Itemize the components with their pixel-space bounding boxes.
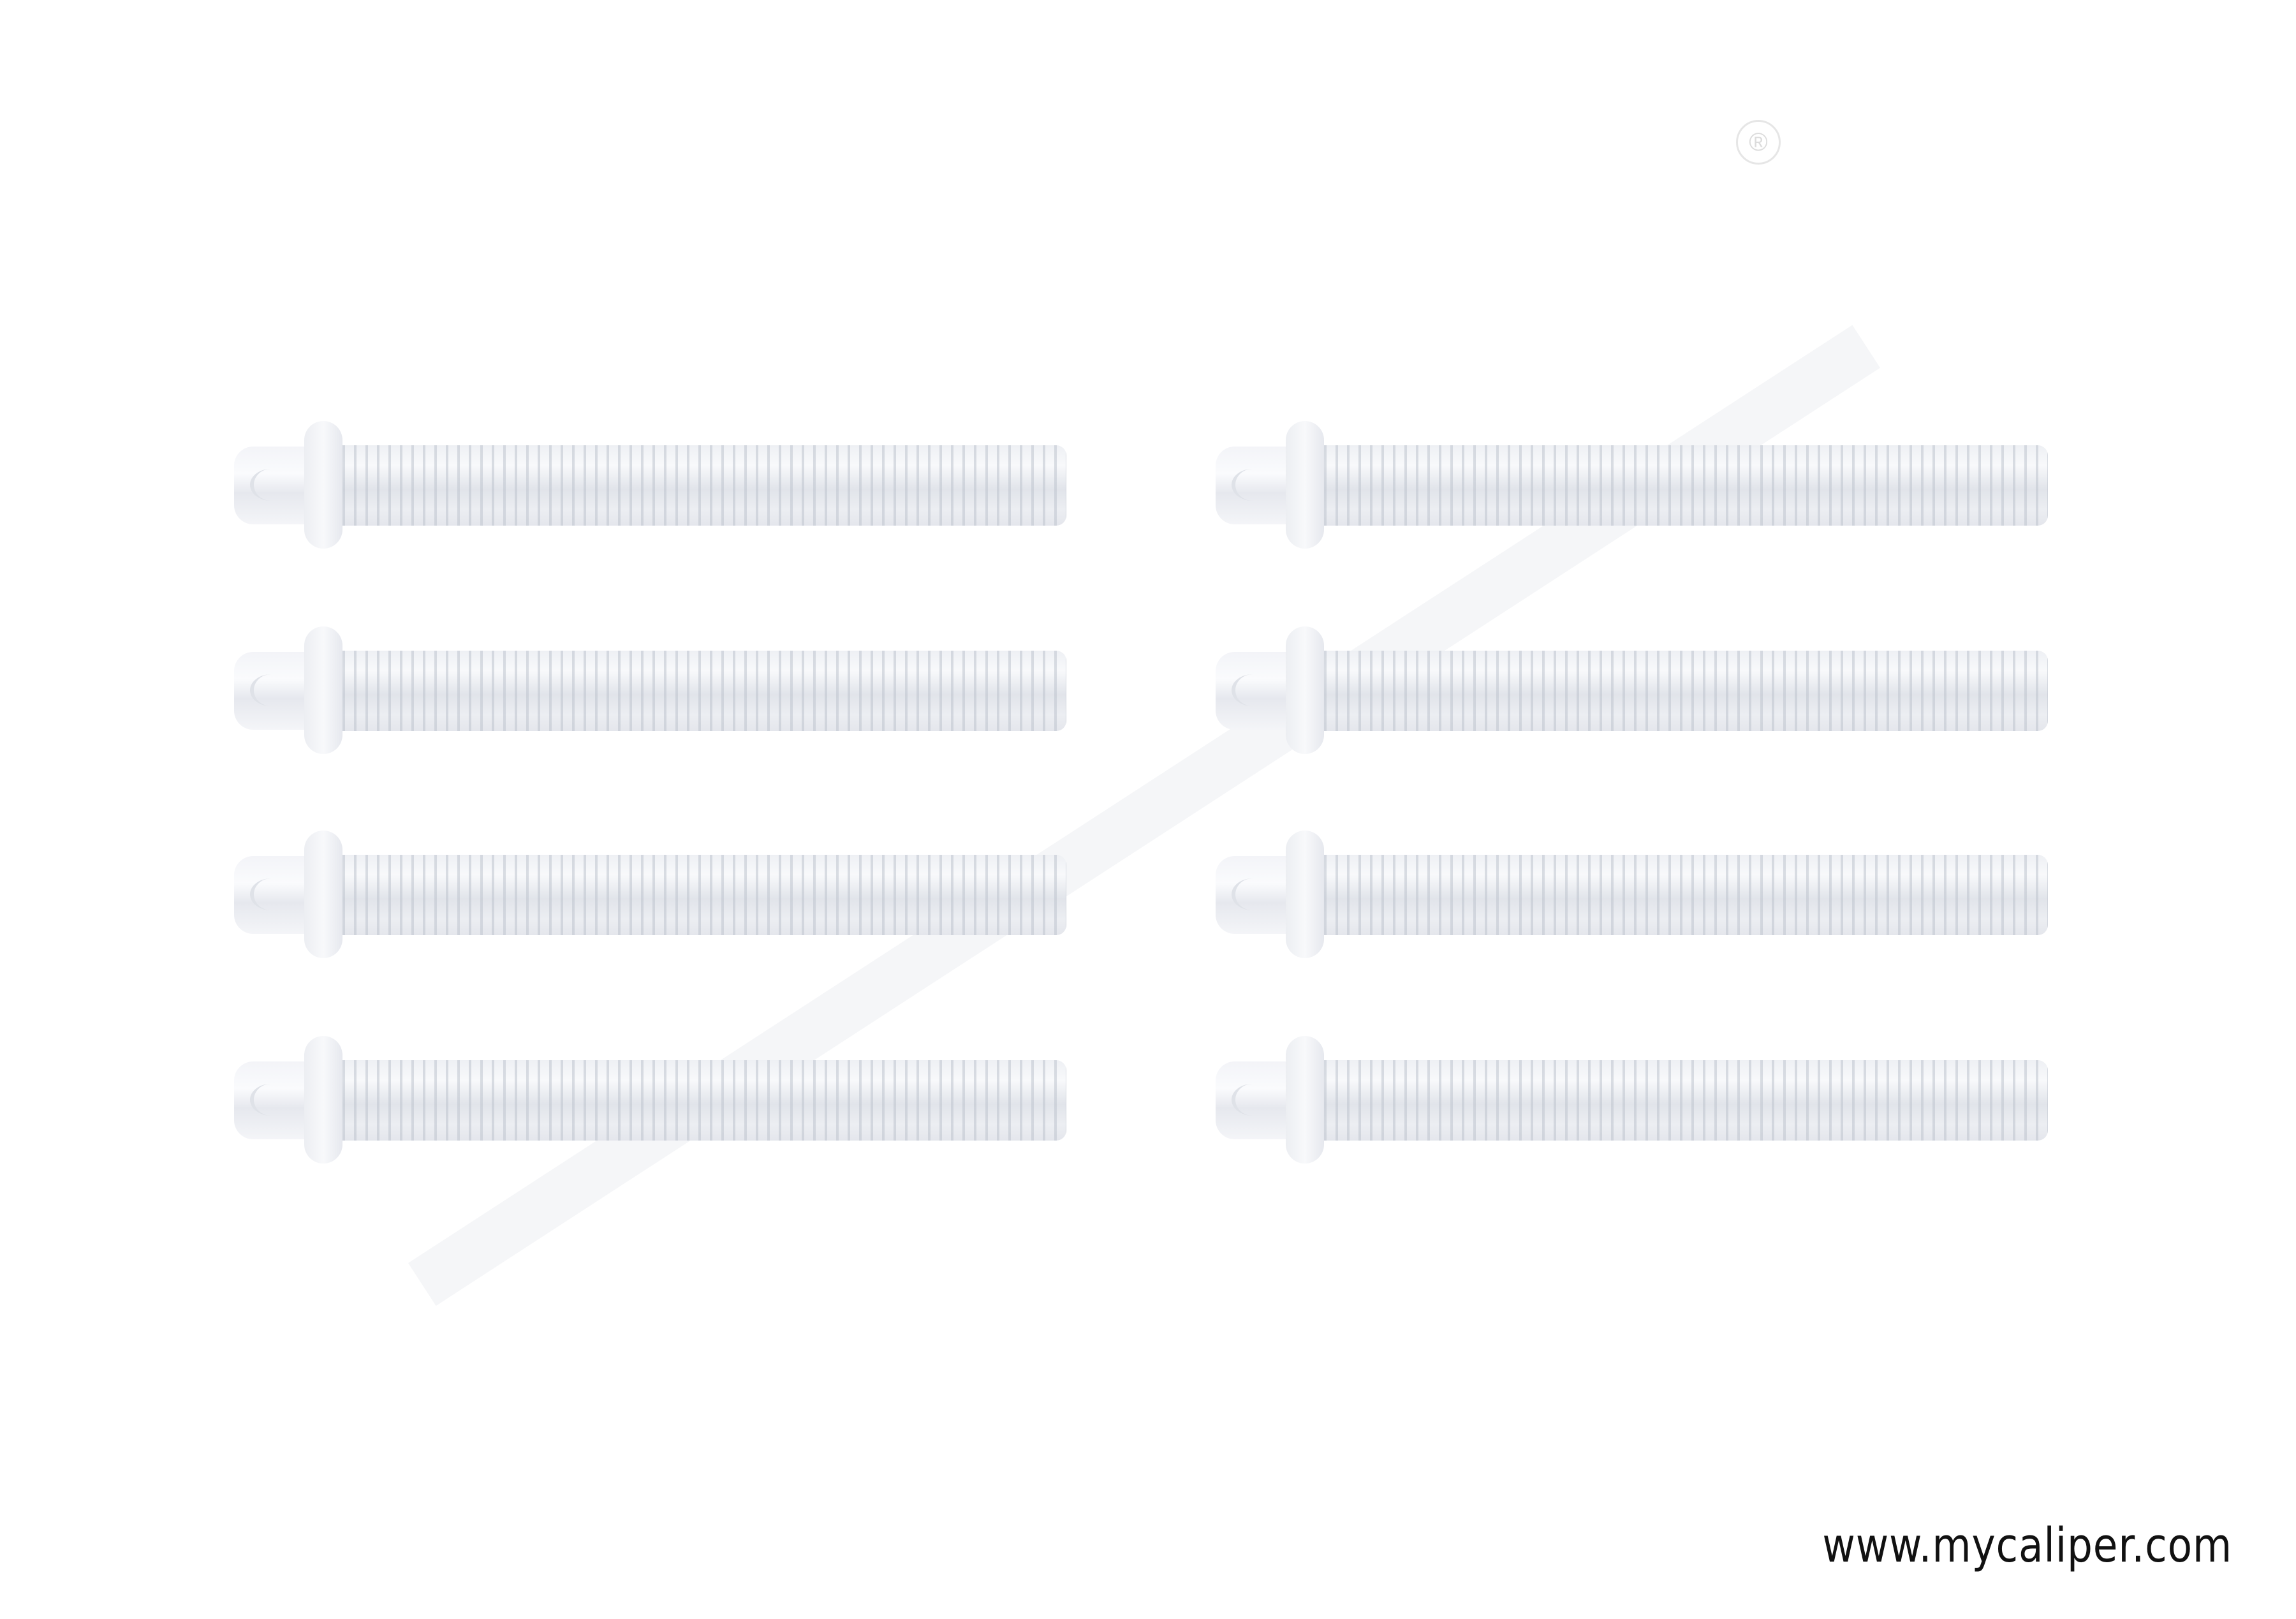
bolt-head <box>234 652 317 730</box>
bolt-shank <box>342 855 1066 935</box>
bolt-head <box>234 856 317 934</box>
bolt-flange <box>304 831 342 958</box>
bolt <box>1216 831 2051 958</box>
bolt-flange <box>1286 831 1324 958</box>
bolt-head <box>1216 447 1299 524</box>
bolt-shank <box>1324 1060 2048 1141</box>
bolt-shank <box>342 445 1066 526</box>
bolt-head <box>1216 1061 1299 1139</box>
bolt-head <box>1216 856 1299 934</box>
bolt <box>234 421 1070 549</box>
bolt-shank <box>1324 445 2048 526</box>
registered-mark: ® <box>1736 120 1781 165</box>
website-url: www.mycaliper.com <box>1822 1518 2232 1573</box>
bolt-flange <box>304 626 342 754</box>
bolt-shank <box>1324 651 2048 731</box>
bolt <box>1216 626 2051 754</box>
bolt-head <box>1216 652 1299 730</box>
bolt-flange <box>1286 626 1324 754</box>
bolt <box>1216 421 2051 549</box>
bolt-flange <box>304 421 342 549</box>
bolt-flange <box>1286 421 1324 549</box>
bolt <box>234 831 1070 958</box>
bolt-head <box>234 1061 317 1139</box>
bolt <box>234 626 1070 754</box>
bolt-flange <box>304 1036 342 1164</box>
bolt-flange <box>1286 1036 1324 1164</box>
bolt-shank <box>342 1060 1066 1141</box>
bolt <box>1216 1036 2051 1164</box>
bolt-shank <box>1324 855 2048 935</box>
bolt-shank <box>342 651 1066 731</box>
bolt-head <box>234 447 317 524</box>
bolt <box>234 1036 1070 1164</box>
